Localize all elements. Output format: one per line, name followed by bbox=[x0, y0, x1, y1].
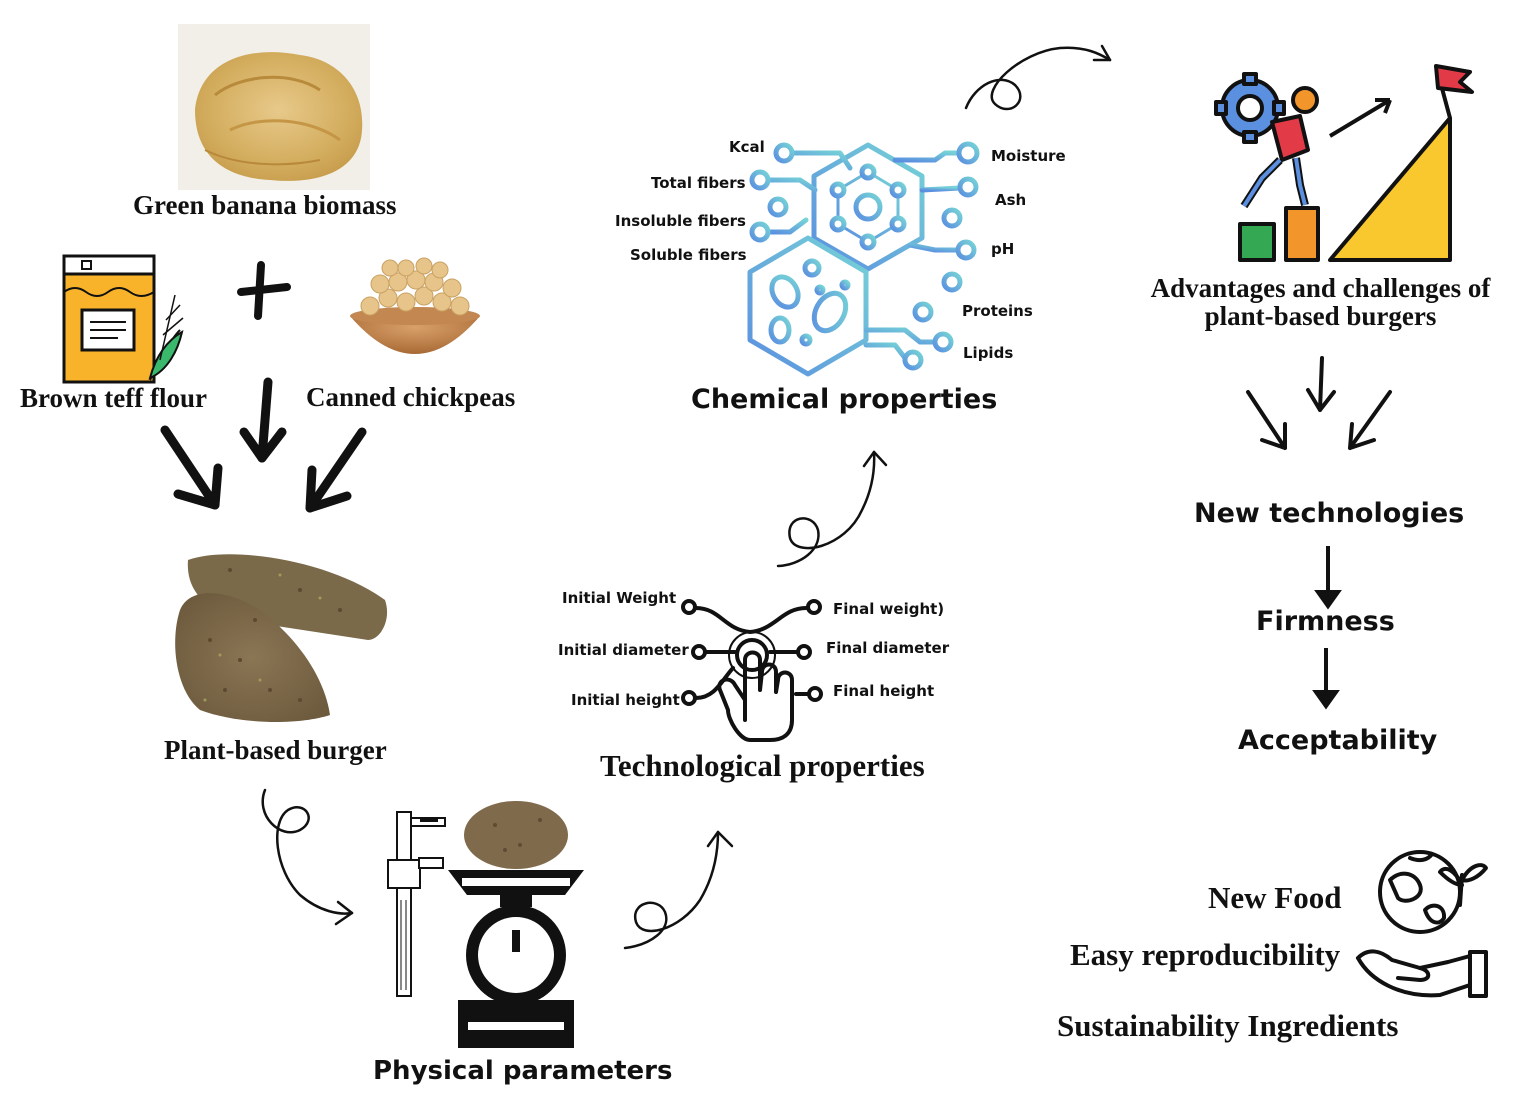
burger-label: Plant-based burger bbox=[164, 735, 387, 765]
progress-climber-icon bbox=[1214, 64, 1474, 262]
benefit-new-food: New Food bbox=[1208, 880, 1342, 915]
scale-icon bbox=[448, 801, 584, 1048]
teff-flour-label: Brown teff flour bbox=[20, 383, 207, 413]
touch-hand-icon bbox=[681, 599, 823, 742]
chem-kcal: Kcal bbox=[729, 138, 765, 156]
banana-biomass-image bbox=[178, 24, 370, 190]
flow-firmness: Firmness bbox=[1256, 606, 1395, 637]
technological-properties-title: Technological properties bbox=[600, 748, 925, 783]
benefit-sustainability: Sustainability Ingredients bbox=[1057, 1008, 1399, 1043]
curly-arrow-technological-to-chemical bbox=[776, 450, 888, 568]
chemical-properties-title: Chemical properties bbox=[691, 384, 998, 415]
chem-proteins: Proteins bbox=[962, 302, 1033, 320]
plant-based-burger-image bbox=[175, 554, 388, 722]
tech-initial-height: Initial height bbox=[571, 691, 680, 709]
chickpeas-label: Canned chickpeas bbox=[306, 382, 516, 412]
advantages-arrows bbox=[1246, 356, 1392, 450]
benefit-easy-reproducibility: Easy reproducibility bbox=[1070, 937, 1341, 972]
chem-ash: Ash bbox=[995, 191, 1027, 209]
chem-insoluble-fibers: Insoluble fibers bbox=[615, 212, 746, 230]
tech-initial-diameter: Initial diameter bbox=[558, 641, 689, 659]
curly-arrow-chemical-to-advantages bbox=[964, 44, 1112, 111]
curly-arrow-physical-to-technological bbox=[623, 830, 734, 950]
tech-final-weight: Final weight) bbox=[833, 600, 945, 618]
tech-final-height: Final height bbox=[833, 682, 935, 700]
tech-initial-weight: Initial Weight bbox=[562, 589, 677, 607]
flow-acceptability: Acceptability bbox=[1238, 725, 1438, 756]
chem-total-fibers: Total fibers bbox=[651, 174, 746, 192]
teff-flour-package-icon bbox=[62, 254, 184, 384]
chem-soluble-fibers: Soluble fibers bbox=[630, 246, 747, 264]
chem-moisture: Moisture bbox=[991, 147, 1066, 165]
chickpea-bowl-icon bbox=[350, 257, 480, 354]
chemical-hexagon-icon bbox=[747, 141, 980, 377]
tech-final-diameter: Final diameter bbox=[826, 639, 950, 657]
globe-hand-icon bbox=[1356, 850, 1488, 998]
advantages-title-line2: plant-based burgers bbox=[1204, 301, 1437, 331]
chem-ph: pH bbox=[991, 240, 1015, 258]
banana-biomass-label: Green banana biomass bbox=[133, 190, 397, 220]
plus-icon bbox=[237, 261, 291, 320]
ingredient-arrows bbox=[160, 377, 367, 513]
flow-arrows bbox=[1312, 546, 1342, 710]
flow-new-technologies: New technologies bbox=[1194, 498, 1465, 529]
caliper-icon bbox=[387, 811, 446, 997]
curly-arrow-burger-to-physical bbox=[261, 788, 354, 926]
physical-parameters-title: Physical parameters bbox=[373, 1056, 673, 1086]
chem-lipids: Lipids bbox=[963, 344, 1014, 362]
advantages-title-line1: Advantages and challenges of bbox=[1150, 273, 1491, 303]
advantages-title: Advantages and challenges of plant-based… bbox=[1148, 274, 1493, 330]
